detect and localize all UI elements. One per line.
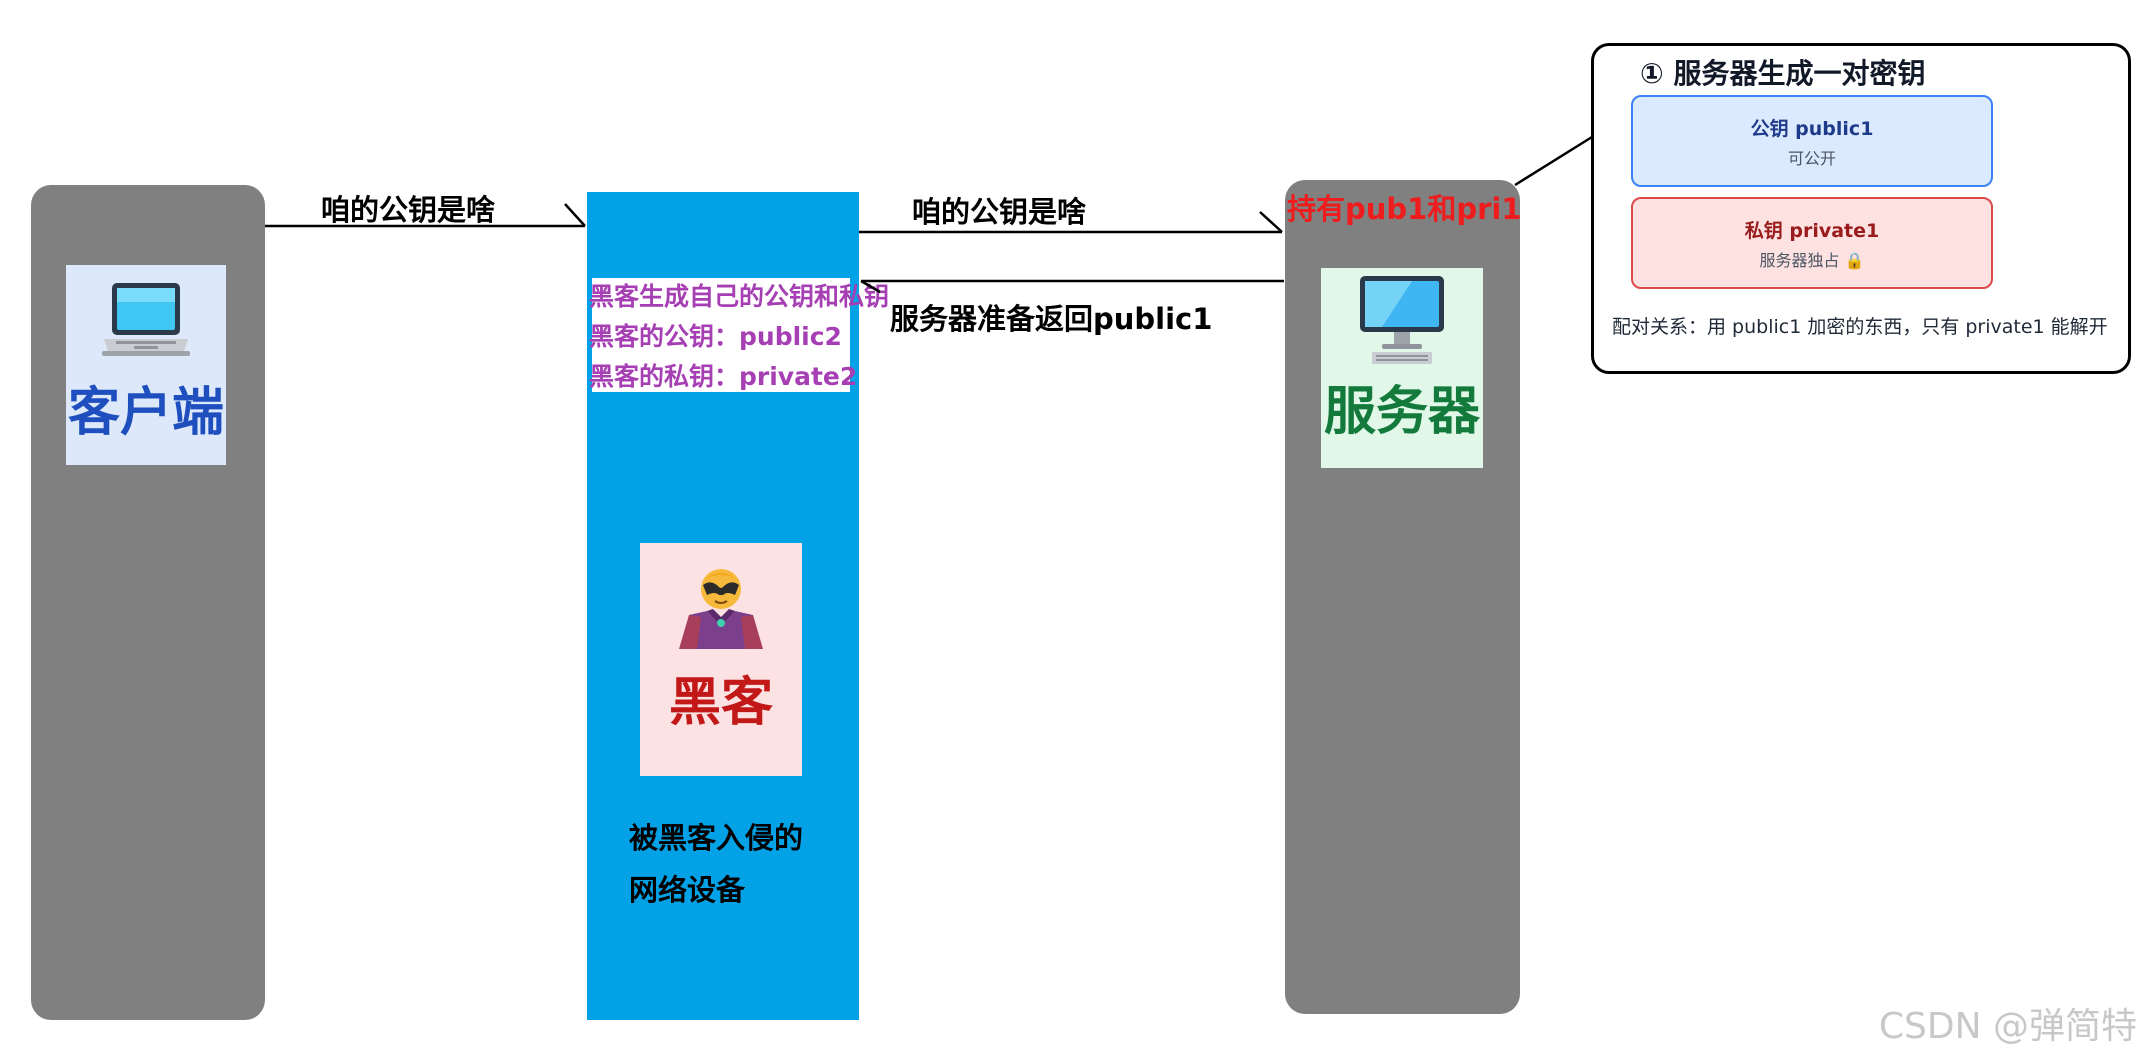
server-card: 服务器	[1321, 268, 1483, 468]
server-label: 服务器	[1323, 382, 1480, 442]
laptop-icon	[102, 283, 190, 356]
hacker-keys-box	[592, 278, 850, 392]
hacker-keys-line-3: 黑客的私钥：private2	[589, 362, 858, 391]
hacker-card: 黑客	[640, 543, 802, 776]
info-panel-title: ① 服务器生成一对密钥	[1640, 57, 1926, 90]
private-key-subtitle: 服务器独占 🔒	[1759, 251, 1865, 270]
hacker-keys-line-2: 黑客的公钥：public2	[589, 322, 842, 351]
arrow-server-to-hacker-head	[860, 279, 881, 294]
public-key-subtitle: 可公开	[1787, 149, 1836, 168]
arrow-client-to-hacker-head	[564, 203, 586, 227]
message-server-to-hacker: 服务器准备返回public1	[890, 302, 1213, 336]
server-holds-keys-label: 持有pub1和pri1	[1287, 192, 1522, 226]
public-key-title: 公钥 public1	[1750, 118, 1874, 140]
hacker-keys-line-1: 黑客生成自己的公钥和私钥	[589, 282, 890, 311]
message-hacker-to-server: 咱的公钥是啥	[912, 195, 1087, 229]
supervillain-icon	[679, 569, 763, 649]
private-key-box: 私钥 private1 服务器独占 🔒	[1631, 197, 1993, 289]
connector-to-info-panel	[1514, 135, 1593, 187]
client-card: 客户端	[66, 265, 226, 465]
hacked-device-caption-line-2: 网络设备	[629, 873, 746, 907]
arrow-hacker-to-server-head	[1259, 211, 1283, 233]
public-key-box: 公钥 public1 可公开	[1631, 95, 1993, 187]
client-label: 客户端	[67, 383, 224, 443]
private-key-title: 私钥 private1	[1744, 220, 1880, 242]
message-client-to-hacker: 咱的公钥是啥	[321, 193, 496, 227]
watermark: CSDN @弹简特	[1878, 1006, 2137, 1047]
desktop-computer-icon	[1360, 276, 1444, 364]
key-pair-note: 配对关系：用 public1 加密的东西，只有 private1 能解开	[1612, 316, 2108, 338]
hacked-device-caption-line-1: 被黑客入侵的	[629, 821, 804, 855]
hacked-device-caption: 被黑客入侵的 网络设备	[629, 812, 849, 916]
hacker-label: 黑客	[668, 673, 773, 733]
